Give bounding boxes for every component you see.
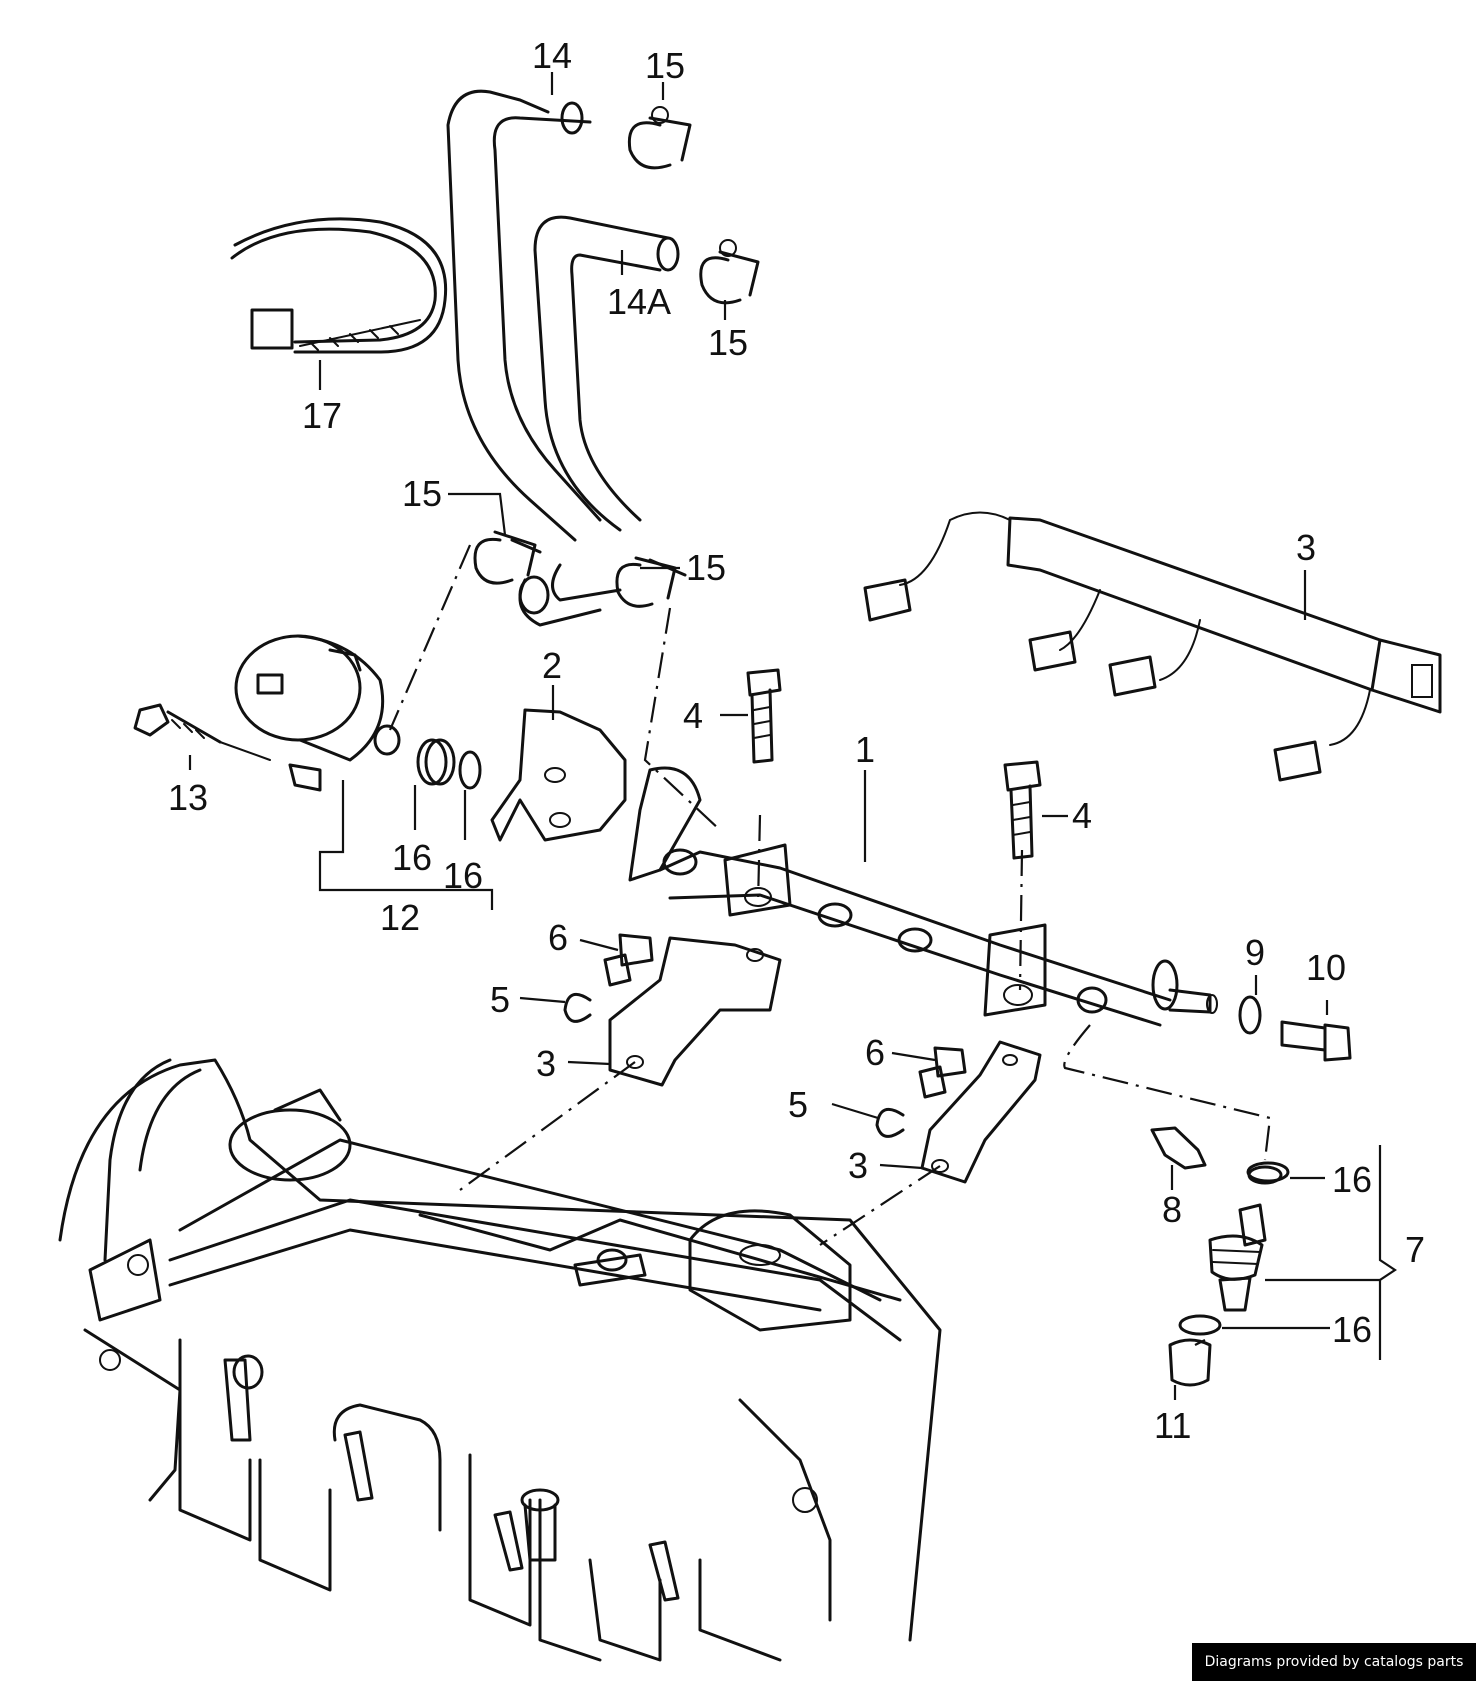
injector [1208,1165,1283,1312]
callout-6-left: 6 [548,917,568,958]
clip-8 [1150,1126,1207,1170]
bolt-6-left [603,933,654,987]
callout-15-left: 15 [402,473,442,514]
seal-11 [1168,1338,1212,1387]
hose-clamp-left [473,530,542,585]
bracket-3-left [608,936,782,1087]
wiring-harness [863,511,1442,782]
assembly-lines [388,544,1272,1346]
callout-15-mid: 15 [708,322,748,363]
callout-6-right: 6 [865,1032,885,1073]
callout-3-right: 3 [848,1145,868,1186]
callout-3-left: 3 [536,1043,556,1084]
callout-10: 10 [1306,947,1346,988]
callout-15-top: 15 [645,45,685,86]
callout-5-left: 5 [490,979,510,1020]
washer-5-right [875,1107,905,1138]
callout-16-b: 16 [443,855,483,896]
engine-cylinder-head [58,1058,942,1662]
callout-16-a: 16 [392,837,432,878]
hose-clamp-mid [699,239,760,305]
callout-7: 7 [1405,1229,1425,1270]
callout-5-right: 5 [788,1084,808,1125]
hose-14 [446,89,602,542]
washer-9 [1238,995,1262,1035]
washer-5-left [563,992,592,1023]
o-ring-16-lower [1178,1314,1222,1336]
bolt-4-left [746,668,782,764]
callouts: 14 15 14A 15 17 15 15 3 2 4 1 4 13 16 16… [168,35,1425,1446]
fuel-rail [628,766,1218,1027]
pressure-regulator [234,634,401,792]
o-rings-16-regulator [416,738,482,790]
strap-clamp-17 [230,217,448,354]
callout-14a: 14A [607,281,671,322]
callout-11: 11 [1154,1405,1191,1446]
o-ring-16-upper [1246,1161,1290,1183]
callout-16-c: 16 [1332,1159,1372,1200]
callout-1: 1 [855,729,875,770]
callout-8: 8 [1162,1189,1182,1230]
bolt-10 [1280,1020,1352,1062]
leader-lines [188,72,1397,1400]
bolt-6-right [918,1046,967,1099]
hose-clamp-right [615,556,687,608]
bracket-2 [490,708,627,842]
callout-4-right: 4 [1072,795,1092,836]
bolt-13 [133,703,271,761]
callout-2: 2 [542,645,562,686]
callout-17: 17 [302,395,342,436]
callout-12: 12 [380,897,420,938]
credit-banner: Diagrams provided by catalogs parts [1192,1643,1476,1681]
hose-14a [518,215,680,627]
callout-14: 14 [532,35,572,76]
callout-15-right: 15 [686,547,726,588]
callout-4-left: 4 [683,695,703,736]
callout-9: 9 [1245,932,1265,973]
callout-13: 13 [168,777,208,818]
bolt-4-right [1003,760,1042,860]
hose-clamp-top [627,106,692,170]
bracket-3-right [920,1040,1042,1184]
callout-3-harness: 3 [1296,527,1316,568]
callout-16-d: 16 [1332,1309,1372,1350]
